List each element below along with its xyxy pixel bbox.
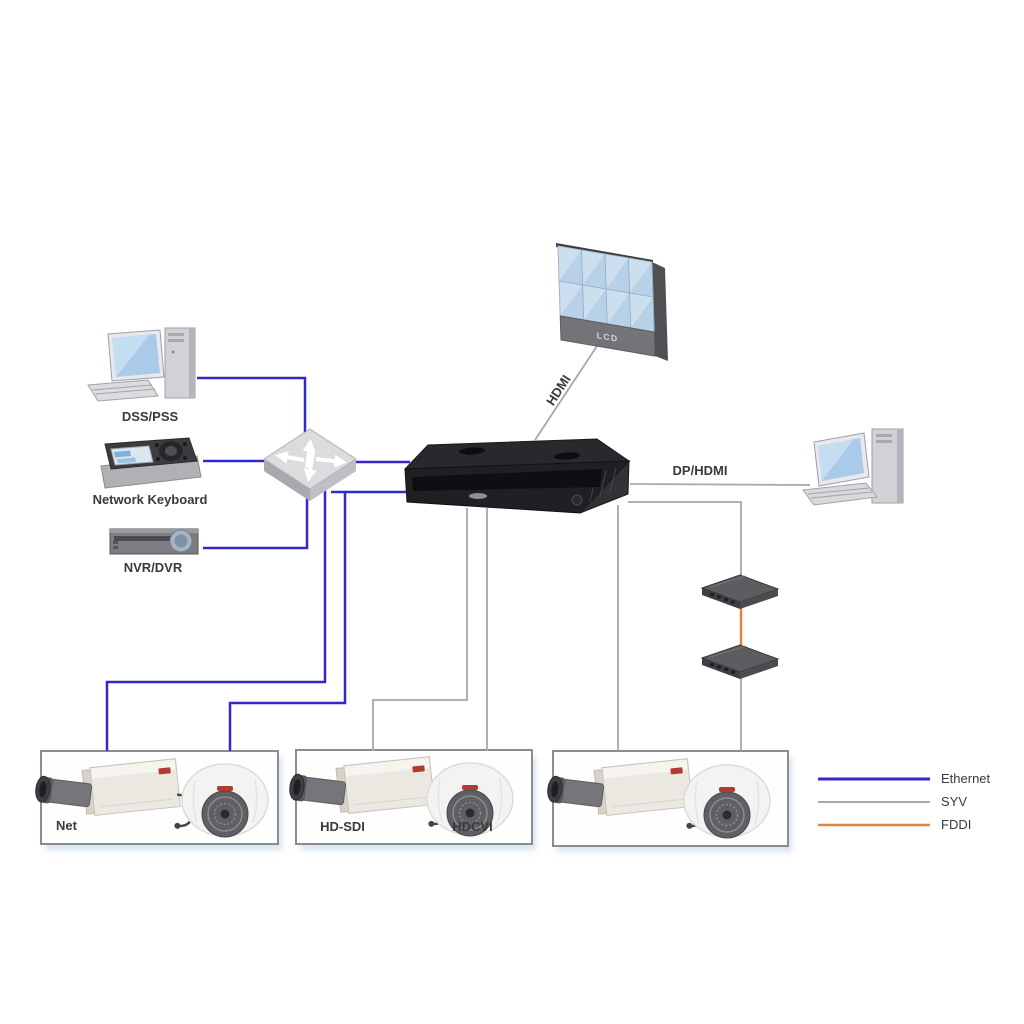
legend-syv-label: SYV — [941, 794, 968, 809]
legend-fddi-label: FDDI — [941, 817, 972, 832]
network-keyboard-device — [100, 437, 202, 489]
label-net: Net — [56, 818, 77, 833]
syv-line-dvr-to-converter — [628, 501, 742, 592]
syv-lines — [372, 345, 811, 751]
label-hdcvi: HDCVI — [452, 819, 493, 834]
label-network-keyboard: Network Keyboard — [92, 492, 208, 507]
client-pc — [802, 428, 904, 506]
syv-line-dvr-to-pc — [629, 483, 811, 486]
ethernet-line-dvr-to-netcam2 — [228, 492, 347, 751]
lcd-video-wall: LCD — [556, 243, 668, 361]
ethernet-line-switch-to-netcam1 — [105, 488, 327, 751]
legend-ethernet-label: Ethernet — [941, 771, 991, 786]
label-nvr-dvr: NVR/DVR — [123, 560, 183, 575]
label-dp-hdmi: DP/HDMI — [672, 463, 728, 478]
ethernet-lines — [105, 376, 410, 751]
dome-camera-net — [181, 763, 269, 838]
ethernet-line-nvr-to-switch — [203, 488, 309, 550]
legend-swatches — [818, 777, 930, 827]
fiber-converter-1 — [701, 574, 779, 610]
dss-pss-computer — [87, 327, 196, 402]
ethernet-line-dsspss-to-switch — [197, 376, 307, 434]
fiber-converter-2 — [701, 644, 779, 680]
switch-arrows-icon — [274, 438, 348, 483]
dome-camera-fiber — [683, 764, 771, 839]
syv-line-dvr-to-lcd — [534, 345, 598, 441]
syv-line-dvr-to-hdsdi — [372, 508, 468, 751]
label-hd-sdi: HD-SDI — [320, 819, 365, 834]
main-dvr-device — [403, 438, 631, 514]
label-dss-pss: DSS/PSS — [121, 409, 179, 424]
lcd-label: LCD — [597, 330, 619, 344]
nvr-dvr-device — [109, 528, 199, 555]
network-switch — [263, 428, 357, 501]
